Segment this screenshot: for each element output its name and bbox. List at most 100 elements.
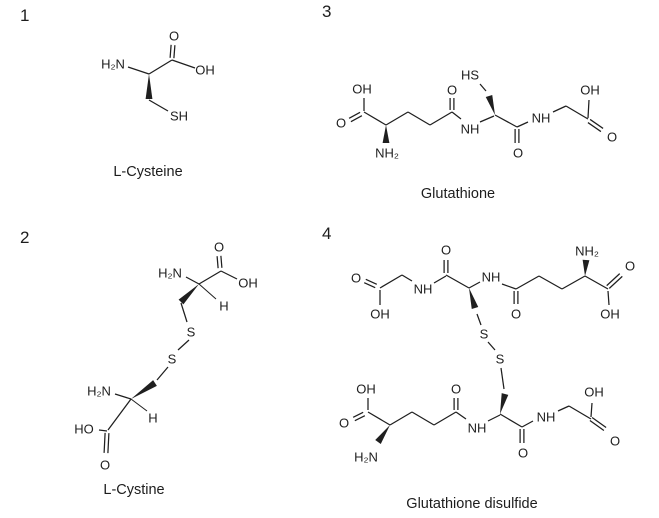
bond	[429, 111, 453, 126]
atom-label: NH₂	[575, 244, 599, 259]
bond	[379, 274, 403, 289]
bond	[401, 274, 413, 282]
bond	[479, 115, 495, 123]
structure-number-2: 2	[20, 228, 30, 247]
bond	[220, 270, 238, 280]
bond	[433, 411, 457, 426]
bond	[587, 99, 590, 119]
bond	[107, 398, 132, 431]
atom-label: O	[518, 446, 528, 461]
wedge-bond	[375, 425, 390, 444]
bond	[98, 429, 108, 432]
atom-label: OH	[580, 83, 600, 98]
bond	[148, 59, 173, 75]
bond	[198, 283, 217, 300]
atom-label: O	[451, 382, 461, 397]
wedge-bond	[469, 288, 479, 309]
atom-label: NH₂	[375, 146, 399, 161]
bond	[177, 339, 190, 351]
atom-label: O	[511, 307, 521, 322]
double-bond-line	[173, 45, 176, 59]
bond	[198, 270, 222, 285]
double-bond-line	[606, 273, 621, 287]
bond	[557, 405, 570, 412]
bond	[476, 313, 482, 326]
atom-label: OH	[584, 385, 604, 400]
bond	[367, 411, 391, 426]
atom-label: NH	[468, 421, 487, 436]
atom-label: S	[496, 352, 505, 367]
bond	[468, 281, 481, 289]
double-bond-line	[587, 122, 602, 133]
double-bond-line	[363, 282, 376, 289]
double-bond-line	[216, 256, 219, 269]
bond	[590, 402, 593, 418]
bond	[487, 414, 501, 422]
bond	[156, 366, 169, 381]
double-bond-line	[589, 118, 604, 129]
bond	[185, 276, 200, 285]
atom-label: O	[214, 240, 224, 255]
wedge-bond	[500, 393, 509, 414]
bond	[363, 111, 387, 126]
double-bond-line	[350, 115, 363, 123]
atom-label: HS	[461, 68, 479, 83]
atom-label: OH	[356, 382, 376, 397]
bond	[114, 393, 132, 400]
structure-number-1: 1	[20, 6, 30, 25]
wedge-bond	[485, 94, 495, 115]
atom-label: NH	[532, 111, 551, 126]
bond	[607, 290, 610, 306]
double-bond-line	[169, 44, 172, 58]
atom-label: O	[339, 416, 349, 431]
bond	[130, 398, 148, 412]
bond	[561, 275, 586, 290]
atom-label: H	[148, 411, 157, 426]
atom-label: OH	[195, 63, 215, 78]
atom-label: OH	[238, 276, 258, 291]
bond	[515, 275, 540, 290]
bond	[451, 111, 462, 120]
double-bond-line	[107, 433, 110, 454]
bond	[499, 413, 523, 428]
double-bond-line	[589, 420, 605, 432]
bond	[494, 114, 518, 128]
atom-label: O	[610, 434, 620, 449]
wedge-bond	[131, 380, 157, 399]
atom-label: NH	[414, 282, 433, 297]
double-bond-line	[220, 255, 223, 268]
bond	[538, 275, 563, 290]
atom-label: NH	[461, 122, 480, 137]
atom-label: S	[187, 325, 196, 340]
atom-label: O	[607, 130, 617, 145]
atom-label: S	[480, 327, 489, 342]
atom-label: H₂N	[158, 266, 182, 281]
double-bond-line	[591, 416, 607, 428]
bond	[479, 83, 487, 92]
double-bond-line	[352, 411, 364, 418]
wedge-bond	[582, 259, 590, 276]
bond	[521, 420, 534, 428]
bond	[568, 405, 592, 420]
bond	[500, 367, 505, 390]
molecule-name-l-cysteine: L-Cysteine	[113, 164, 183, 180]
molecule-name-glutathione-disulfide: Glutathione disulfide	[406, 496, 538, 512]
atom-label: O	[441, 243, 451, 258]
bond	[385, 111, 409, 126]
atom-label: HO	[74, 422, 94, 437]
atom-label: O	[100, 458, 110, 473]
atom-label: O	[447, 83, 457, 98]
atom-label: H₂N	[354, 450, 378, 465]
bond	[501, 283, 517, 290]
structure-number-4: 4	[322, 224, 332, 243]
bond	[411, 411, 435, 426]
wedge-bond	[382, 125, 390, 143]
wedge-bond	[178, 284, 199, 305]
wedge-bond	[145, 74, 153, 99]
molecule-name-l-cystine: L-Cystine	[103, 482, 165, 498]
